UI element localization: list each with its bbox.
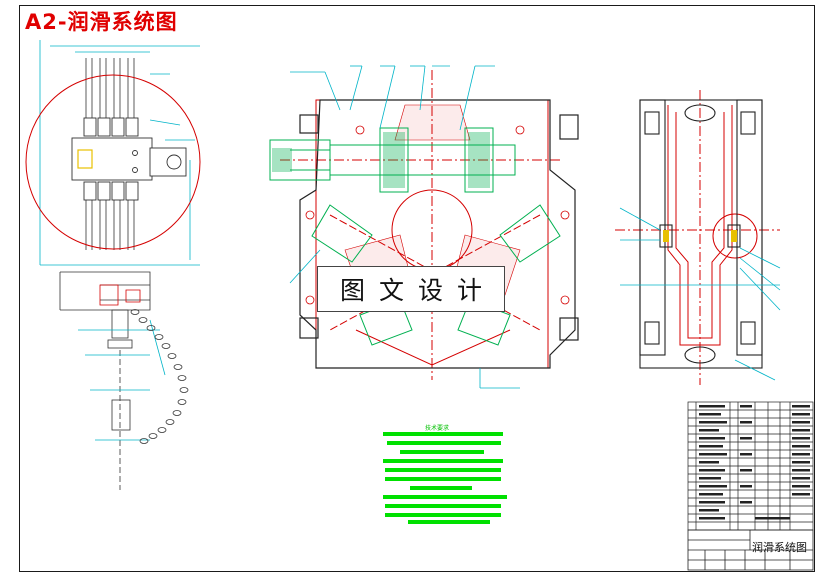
left-detail-view xyxy=(25,40,201,490)
title-block-drawing-name: 润滑系统图 xyxy=(752,541,807,554)
title-block xyxy=(687,529,814,571)
tech-requirements-block xyxy=(383,432,507,524)
drawing-title: A2-润滑系统图 xyxy=(25,10,178,34)
parts-list-table xyxy=(687,401,814,531)
center-main-view xyxy=(269,65,579,389)
drawing-frame xyxy=(19,5,815,572)
parts-list-text-fill xyxy=(699,405,810,520)
right-side-view xyxy=(615,90,781,385)
watermark-box: 图文设计 xyxy=(317,266,505,312)
watermark-text: 图文设计 xyxy=(339,276,496,305)
tech-requirements-title: 技术要求 xyxy=(425,425,450,432)
